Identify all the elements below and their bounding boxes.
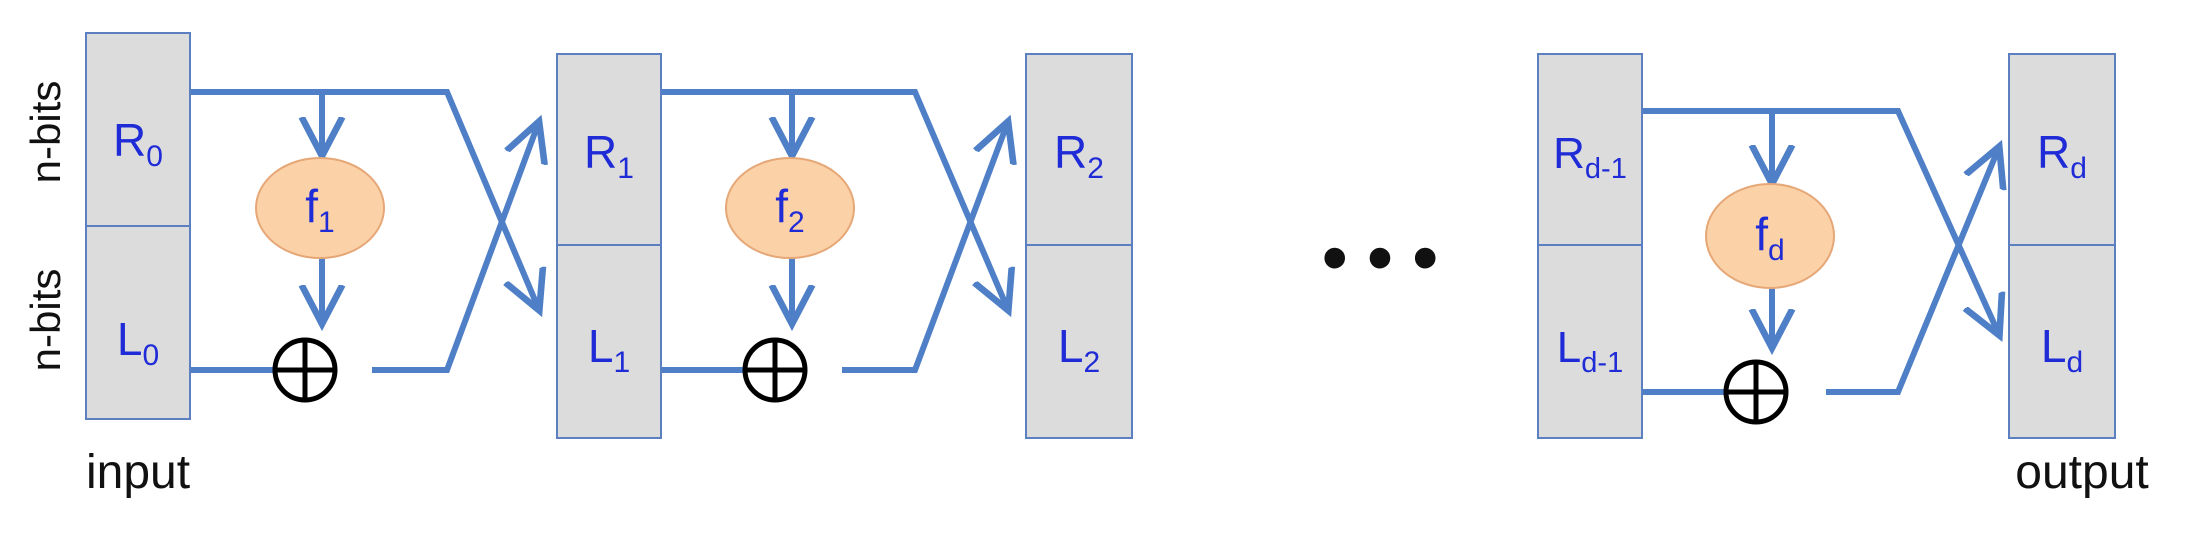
register-l2	[1025, 244, 1133, 439]
label-l1: L1	[588, 320, 630, 379]
register-rd	[2008, 53, 2116, 246]
register-stage-0	[85, 32, 191, 420]
label-r0: R0	[113, 114, 163, 173]
f1-node	[255, 157, 385, 259]
label-ld-1: Ld-1	[1557, 323, 1623, 379]
round-function-f2: f2	[725, 157, 855, 259]
rd1-to-ld-wire	[1642, 108, 1997, 330]
xor1-to-r1-wire	[372, 127, 537, 373]
register-stage-d-1	[1537, 53, 1643, 439]
f1-label: f1	[305, 180, 334, 239]
label-rd: Rd	[2037, 126, 2087, 185]
xor-d-circled-plus-icon	[1723, 359, 1789, 425]
fd-node	[1705, 183, 1835, 289]
round-2-wires	[661, 89, 1006, 373]
n-bits-label-bottom: n-bits	[22, 269, 69, 372]
label-r1: R1	[584, 126, 634, 185]
register-stage-2	[1025, 53, 1133, 439]
label-rd-1: Rd-1	[1553, 129, 1627, 185]
r1-to-l2-wire	[661, 89, 1006, 305]
xor-2-circled-plus-icon	[742, 337, 808, 403]
input-label: input	[86, 446, 190, 499]
f2-node	[725, 157, 855, 259]
register-ld	[2008, 244, 2116, 439]
label-l0: L0	[117, 313, 159, 372]
register-ld-1	[1537, 244, 1643, 439]
register-l1	[556, 244, 662, 439]
xor-1-circled-plus-icon	[272, 337, 338, 403]
xor2-to-r2-wire	[842, 127, 1006, 373]
label-l2: L2	[1058, 320, 1100, 379]
output-label: output	[2015, 446, 2148, 499]
round-function-f1: f1	[255, 157, 385, 259]
register-r0	[85, 32, 191, 227]
r0-to-l1-wire	[190, 89, 537, 305]
label-r2: R2	[1054, 126, 1104, 185]
round-1-wires	[190, 89, 537, 373]
xord-to-rd-wire	[1826, 152, 1997, 395]
label-ld: Ld	[2041, 320, 2083, 379]
round-d-wires	[1642, 108, 1997, 395]
register-stage-d	[2008, 53, 2116, 439]
register-r1	[556, 53, 662, 246]
f2-label: f2	[775, 180, 804, 239]
register-l0	[85, 225, 191, 420]
round-function-fd: fd	[1705, 183, 1835, 289]
register-stage-1	[556, 53, 662, 439]
register-rd-1	[1537, 53, 1643, 246]
n-bits-label-top: n-bits	[22, 81, 69, 184]
fd-label: fd	[1755, 208, 1784, 267]
ellipsis: • • •	[1322, 218, 1438, 298]
